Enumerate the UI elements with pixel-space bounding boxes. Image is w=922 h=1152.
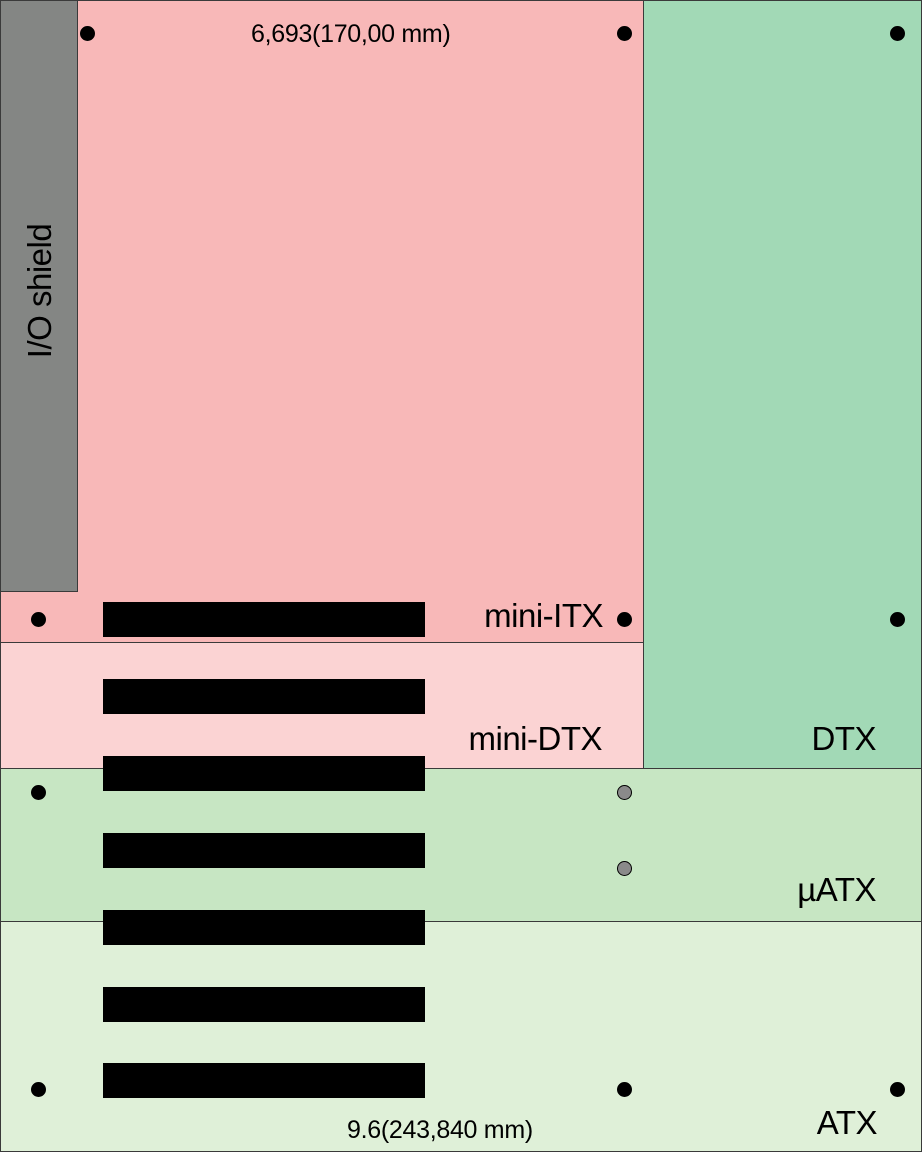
io-shield: I/O shield — [0, 0, 78, 592]
atx-label: ATX — [816, 1104, 878, 1141]
io-shield-label: I/O shield — [21, 223, 58, 359]
mini-dtx-label: mini-DTX — [468, 720, 603, 757]
mounting-hole — [617, 1082, 632, 1097]
mounting-hole — [890, 612, 905, 627]
expansion-slot — [103, 910, 425, 945]
mounting-hole — [890, 1082, 905, 1097]
expansion-slot — [103, 833, 425, 868]
expansion-slot — [103, 756, 425, 791]
mounting-hole — [31, 785, 46, 800]
micro-atx-label: µATX — [797, 871, 876, 908]
mini-itx-label: mini-ITX — [484, 597, 603, 634]
top-dimension-label: 6,693(170,00 mm) — [251, 20, 451, 48]
mounting-hole — [617, 612, 632, 627]
mounting-hole — [617, 26, 632, 41]
mini-itx-region — [0, 0, 644, 643]
mounting-hole — [890, 26, 905, 41]
optional-mounting-hole — [617, 861, 632, 876]
mounting-hole — [80, 26, 95, 41]
mounting-hole — [31, 1082, 46, 1097]
expansion-slot — [103, 987, 425, 1022]
expansion-slot — [103, 1063, 425, 1098]
expansion-slot — [103, 679, 425, 714]
expansion-slot — [103, 602, 425, 637]
optional-mounting-hole — [617, 785, 632, 800]
mounting-hole — [31, 612, 46, 627]
bottom-dimension-label: 9.6(243,840 mm) — [347, 1116, 533, 1144]
dtx-label: DTX — [811, 720, 877, 757]
